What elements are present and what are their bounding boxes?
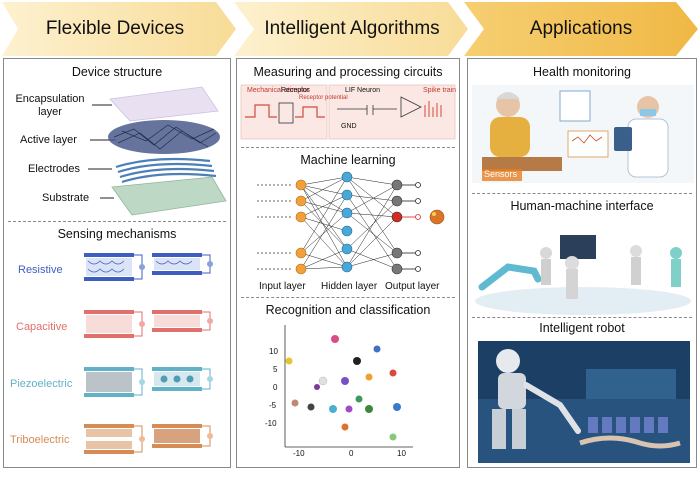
nn-hidden-nodes bbox=[341, 171, 353, 273]
mechanism-triboelectric: Triboelectric bbox=[10, 434, 70, 446]
robot-body bbox=[492, 349, 581, 449]
divider-health bbox=[472, 193, 692, 194]
sensing-mechanism-diagrams bbox=[84, 253, 213, 454]
y-tick-10: 10 bbox=[269, 347, 278, 356]
y-tick-neg5: -5 bbox=[269, 401, 277, 410]
y-tick-neg10: -10 bbox=[265, 419, 277, 428]
nn-label-input: Input layer bbox=[259, 281, 306, 292]
banner-applications: Applications bbox=[529, 18, 633, 39]
nn-output-nodes bbox=[391, 179, 403, 275]
layer-label-encapsulation: Encapsulation layer bbox=[15, 93, 85, 118]
output-object-icon bbox=[429, 209, 445, 225]
x-tick-neg10: -10 bbox=[293, 449, 305, 458]
circuits-title: Measuring and processing circuits bbox=[253, 65, 443, 79]
banner-arrow-3 bbox=[464, 2, 698, 56]
patient-figure bbox=[482, 92, 562, 171]
tactile-hands bbox=[588, 417, 668, 433]
vr-user-1 bbox=[540, 247, 552, 259]
divider-ml bbox=[241, 297, 455, 298]
circuit-label-receptor: Receptor bbox=[281, 87, 310, 94]
panel-flexible-devices: Device structure Encapsulation layer Act… bbox=[3, 58, 231, 468]
banner-arrow-2 bbox=[234, 2, 468, 56]
x-tick-0: 0 bbox=[349, 449, 354, 458]
divider-circuits bbox=[241, 147, 455, 148]
nn-input-nodes bbox=[295, 179, 307, 275]
tsne-scatter-plot bbox=[284, 325, 413, 448]
ml-title: Machine learning bbox=[300, 153, 396, 167]
data-panel-1 bbox=[559, 90, 591, 122]
banner-flexible-devices: Flexible Devices bbox=[45, 18, 185, 39]
health-monitoring-illustration bbox=[472, 85, 694, 183]
encapsulation-layer bbox=[109, 86, 219, 122]
circuit-label-gnd: GND bbox=[341, 123, 357, 130]
nn-output-lines bbox=[402, 182, 421, 272]
divider-hmi bbox=[472, 317, 692, 318]
y-tick-5: 5 bbox=[273, 365, 278, 374]
nn-connections bbox=[300, 176, 398, 270]
device-stack-illustration bbox=[88, 86, 227, 216]
sensing-mechanisms-title: Sensing mechanisms bbox=[57, 227, 177, 241]
divider-device bbox=[8, 221, 226, 222]
recognition-title: Recognition and classification bbox=[265, 303, 431, 317]
sensors-tag-label: Sensors bbox=[484, 169, 518, 179]
panel-intelligent-algorithms: Measuring and processing circuits Mechan… bbox=[236, 58, 460, 468]
electrodes-layer bbox=[115, 157, 217, 184]
y-tick-0: 0 bbox=[273, 383, 278, 392]
triboelectric-diagram bbox=[84, 424, 213, 454]
hmi-title: Human-machine interface bbox=[510, 199, 654, 213]
substrate-layer bbox=[111, 176, 227, 216]
robot-hud bbox=[586, 369, 676, 399]
piezoelectric-diagram bbox=[84, 367, 213, 397]
circuit-label-receptor-potential: Receptor potential bbox=[299, 95, 348, 101]
vr-screen bbox=[560, 235, 596, 259]
mechanism-piezoelectric: Piezoelectric bbox=[10, 378, 73, 390]
scatter-clusters bbox=[285, 335, 401, 441]
circuit-label-spike-train: Spike train bbox=[423, 87, 457, 94]
intelligent-robot-title: Intelligent robot bbox=[539, 321, 625, 335]
sensor-tag bbox=[482, 169, 522, 181]
circuit-label-lif: LIF Neuron bbox=[345, 87, 381, 94]
mechanism-resistive: Resistive bbox=[18, 264, 63, 276]
nn-input-arrows bbox=[257, 184, 293, 270]
layer-label-electrodes: Electrodes bbox=[28, 163, 80, 175]
nn-label-output: Output layer bbox=[385, 281, 440, 292]
nn-label-hidden: Hidden layer bbox=[321, 281, 378, 292]
circuit-diagram bbox=[240, 84, 456, 140]
resistive-diagram bbox=[84, 253, 213, 281]
intelligent-robot-illustration bbox=[478, 341, 690, 463]
doctor-figure bbox=[614, 96, 669, 178]
mechanism-capacitive: Capacitive bbox=[16, 321, 68, 333]
health-monitoring-title: Health monitoring bbox=[533, 65, 631, 79]
humanoid-robot bbox=[670, 247, 682, 259]
circuit-label-stimulus: Mechanical stimulus bbox=[247, 87, 311, 94]
banner-arrows bbox=[2, 2, 698, 56]
robot-arm bbox=[478, 263, 542, 291]
layer-label-active: Active layer bbox=[20, 134, 77, 146]
banner-intelligent-algorithms: Intelligent Algorithms bbox=[264, 18, 440, 39]
layer-label-substrate: Substrate bbox=[42, 192, 90, 204]
vr-user-2 bbox=[630, 245, 642, 257]
neural-network-diagram bbox=[257, 171, 445, 275]
banner-arrow-1 bbox=[2, 2, 236, 56]
capacitive-diagram bbox=[84, 310, 213, 338]
data-panel-2 bbox=[567, 130, 609, 158]
hmi-illustration bbox=[475, 235, 691, 315]
panel-applications: Health monitoring Sensors Human-machine … bbox=[467, 58, 697, 468]
x-tick-10: 10 bbox=[397, 449, 406, 458]
device-structure-title: Device structure bbox=[71, 65, 163, 79]
